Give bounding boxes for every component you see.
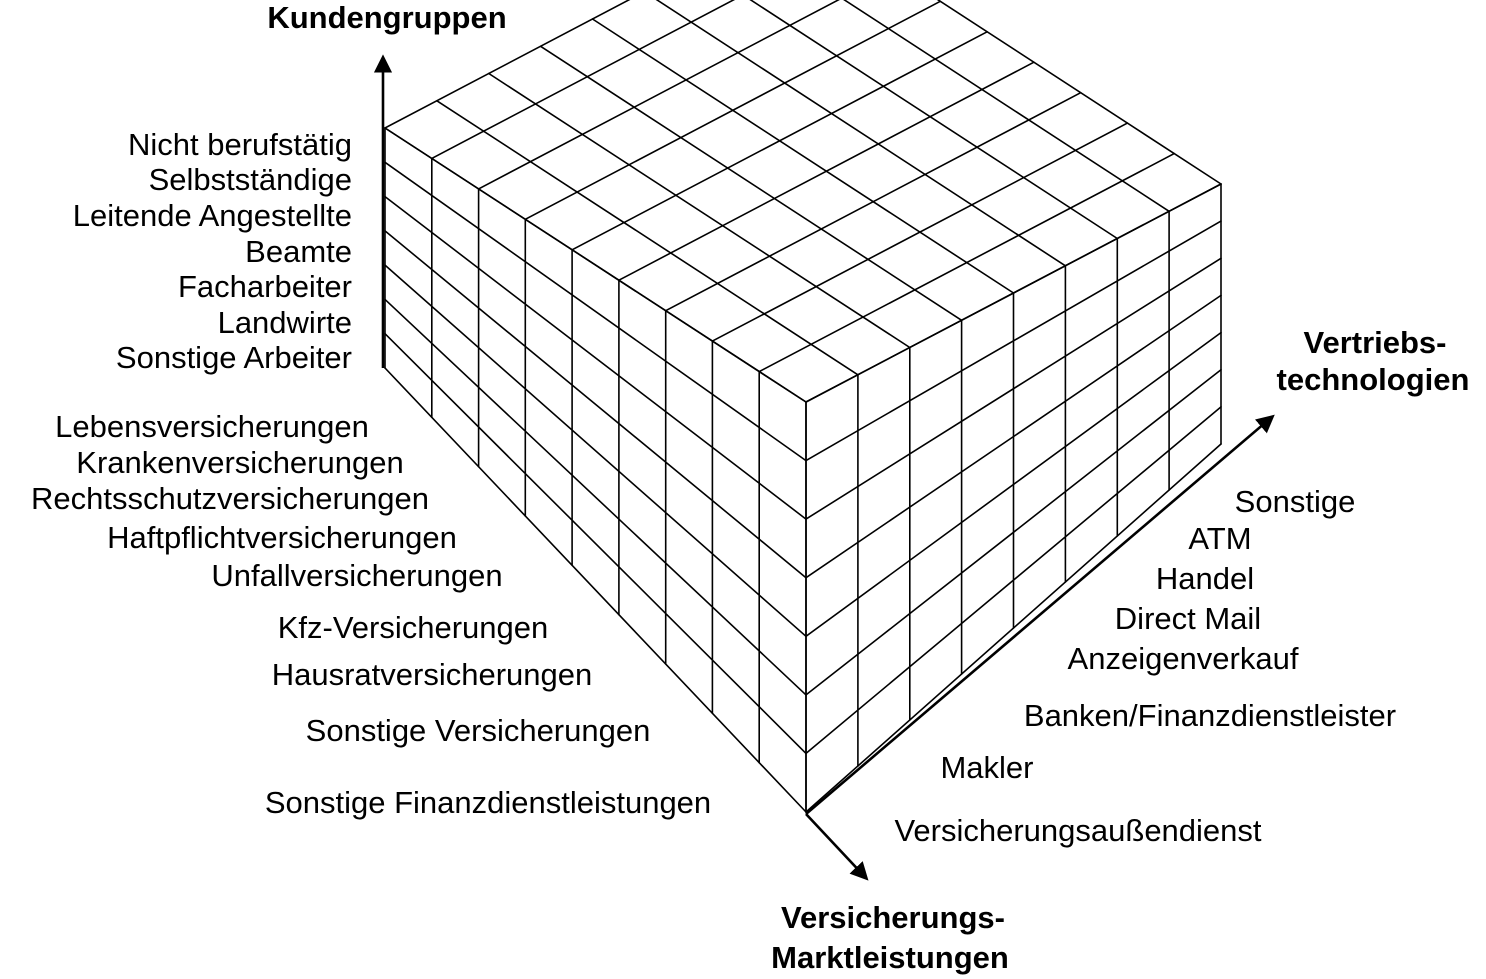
left-label: Unfallversicherungen xyxy=(211,558,502,593)
left-face-horizontal-line xyxy=(384,230,807,579)
left-axis-labels: Lebensversicherungen Krankenversicherung… xyxy=(31,409,711,820)
vertical-label: Leitende Angestellte xyxy=(73,198,352,233)
right-label: Makler xyxy=(940,750,1033,785)
left-face-horizontal-line xyxy=(384,332,807,755)
left-axis-title-line2: Marktleistungen xyxy=(771,940,1009,975)
right-label: Versicherungsaußendienst xyxy=(894,813,1261,848)
left-label: Krankenversicherungen xyxy=(76,445,403,480)
right-axis-title-line1: Vertriebs- xyxy=(1303,325,1446,360)
left-face-horizontal-line xyxy=(384,367,807,813)
right-axis-labels: Sonstige ATM Handel Direct Mail Anzeigen… xyxy=(894,484,1396,848)
right-label: Direct Mail xyxy=(1115,601,1261,636)
vertical-label: Sonstige Arbeiter xyxy=(116,340,352,375)
right-face-horizontal-line xyxy=(805,257,1222,520)
right-axis-title-line2: technologien xyxy=(1277,362,1470,397)
vertical-label: Nicht berufstätig xyxy=(128,127,352,162)
top-grid-line xyxy=(436,100,859,376)
vertical-label: Landwirte xyxy=(218,305,352,340)
top-grid-line xyxy=(591,18,1015,294)
right-face-horizontal-line xyxy=(805,331,1222,638)
vertical-label: Facharbeiter xyxy=(178,269,352,304)
top-grid-line xyxy=(487,72,911,349)
vertical-axis-labels: Nicht berufstätig Selbstständige Leitend… xyxy=(73,127,352,375)
left-label: Kfz-Versicherungen xyxy=(278,610,549,645)
vertical-label: Selbstständige xyxy=(149,162,352,197)
top-grid-line xyxy=(539,45,963,322)
left-axis-title-line1: Versicherungs- xyxy=(781,900,1005,935)
left-face-horizontal-line xyxy=(384,195,807,520)
left-axis-arrow xyxy=(805,813,869,881)
right-label: Handel xyxy=(1156,561,1254,596)
right-label: ATM xyxy=(1188,521,1251,556)
vertical-axis-title: Kundengruppen xyxy=(267,0,506,35)
top-grid-line xyxy=(749,0,1119,240)
left-face-horizontal-line xyxy=(384,127,807,403)
vertical-label: Beamte xyxy=(245,234,352,269)
right-label: Anzeigenverkauf xyxy=(1068,641,1299,676)
right-axis-arrow xyxy=(805,414,1275,815)
left-label: Lebensversicherungen xyxy=(55,409,369,444)
right-label: Sonstige xyxy=(1235,484,1356,519)
left-label: Rechtsschutzversicherungen xyxy=(31,481,429,516)
left-face-horizontal-line xyxy=(384,264,807,638)
right-face-horizontal-line xyxy=(805,183,1222,403)
top-grid-line xyxy=(936,0,1222,185)
left-label: Sonstige Finanzdienstleistungen xyxy=(265,785,711,820)
left-label: Hausratversicherungen xyxy=(272,657,593,692)
right-face-horizontal-line xyxy=(805,294,1222,579)
left-face-horizontal-line xyxy=(384,161,807,462)
right-face-horizontal-line xyxy=(805,368,1222,696)
left-face-horizontal-line xyxy=(384,298,807,696)
right-face-horizontal-line xyxy=(805,443,1222,813)
right-face-horizontal-line xyxy=(805,220,1222,462)
left-label: Haftpflichtversicherungen xyxy=(107,520,457,555)
right-label: Banken/Finanzdienstleister xyxy=(1024,698,1396,733)
left-label: Sonstige Versicherungen xyxy=(306,713,651,748)
top-grid-line xyxy=(477,0,840,190)
top-grid-line xyxy=(843,0,1170,213)
top-grid-line xyxy=(655,0,1067,267)
right-face-horizontal-line xyxy=(805,406,1222,755)
cube-grid xyxy=(384,0,1222,813)
